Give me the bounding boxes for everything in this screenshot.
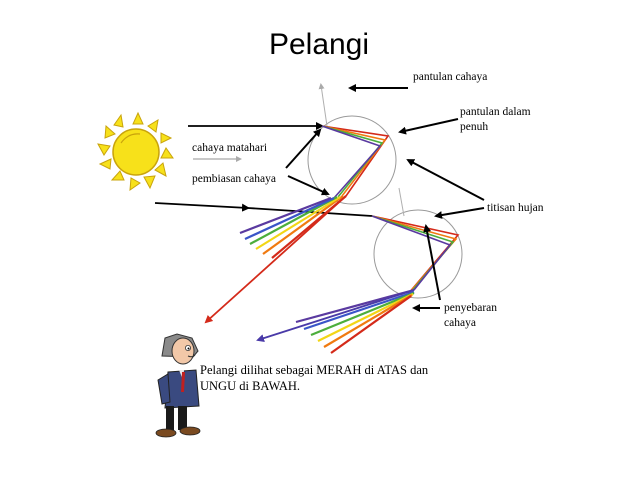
label-pantulan-dalam-1: pantulan dalam — [460, 106, 531, 118]
sun-icon — [97, 111, 174, 192]
reflection-ray-upper — [318, 83, 328, 127]
red-ray-to-observer — [204, 195, 347, 324]
upper-spectrum — [239, 195, 347, 259]
lower-drop-paths — [371, 215, 460, 295]
raindrop-lower — [373, 209, 463, 299]
label-penyebaran-1: penyebaran — [444, 302, 497, 314]
caption-line-2: UNGU di BAWAH. — [200, 379, 300, 393]
label-pembiasan-cahaya: pembiasan cahaya — [192, 173, 276, 185]
label-pantulan-cahaya: pantulan cahaya — [413, 71, 487, 83]
label-titisan-hujan: titisan hujan — [487, 202, 544, 214]
label-pantulan-dalam-2: penuh — [460, 121, 488, 133]
label-cahaya-matahari: cahaya matahari — [192, 142, 267, 154]
raindrop-upper — [307, 115, 397, 205]
page-title: Pelangi — [268, 28, 370, 61]
violet-ray-to-observer — [256, 289, 415, 342]
reflection-ray-lower — [398, 187, 405, 217]
incident-ray-lower — [154, 202, 250, 212]
label-arrows — [285, 84, 485, 312]
person-icon — [155, 333, 201, 438]
label-penyebaran-2: cahaya — [444, 317, 476, 329]
lower-spectrum — [295, 288, 415, 354]
caption-line-1: Pelangi dilihat sebagai MERAH di ATAS da… — [200, 363, 429, 377]
upper-drop-paths — [321, 125, 390, 199]
